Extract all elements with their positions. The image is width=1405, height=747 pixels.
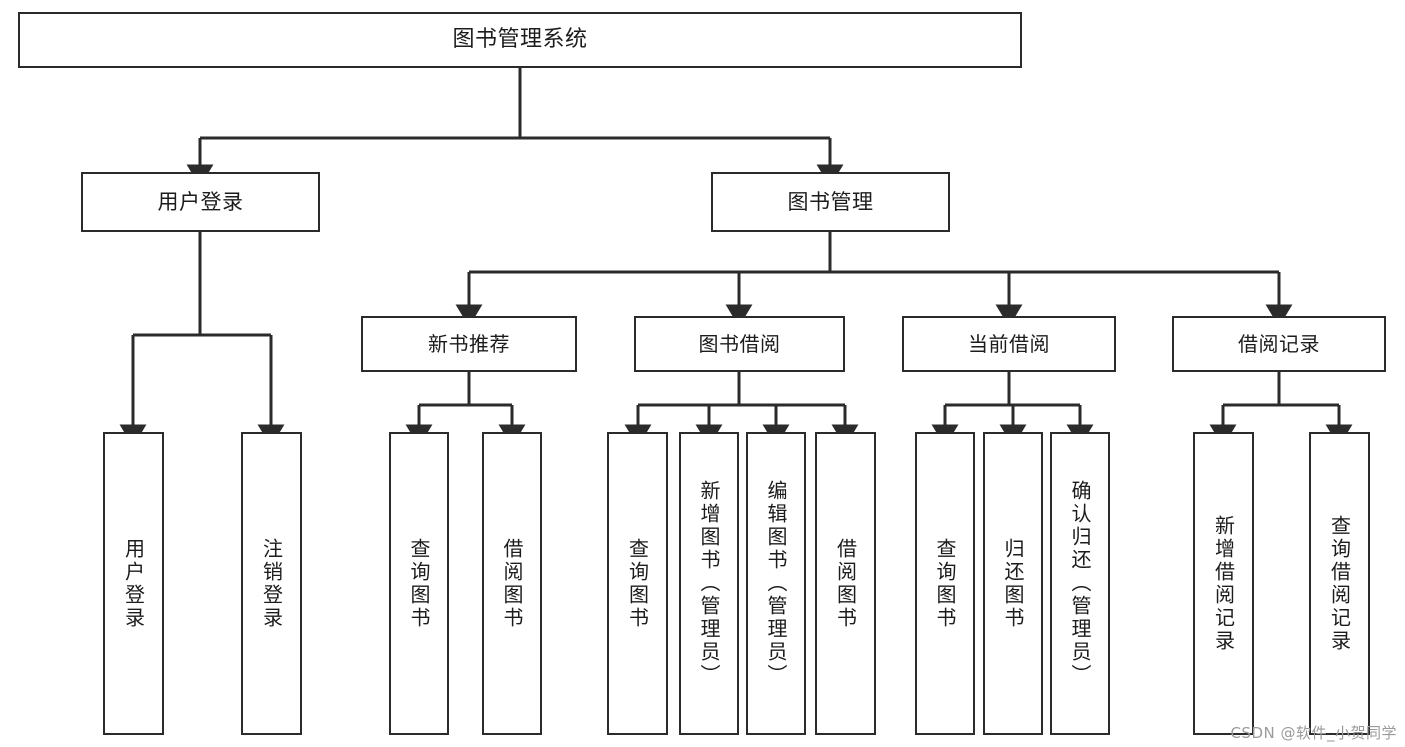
node-current-borrow-label: 当前借阅 bbox=[968, 331, 1050, 356]
node-leaf-borrow-book-2[interactable]: 借阅图书 bbox=[815, 432, 876, 735]
node-leaf-confirm-return[interactable]: 确认归还（管理员） bbox=[1050, 432, 1110, 735]
node-root-label: 图书管理系统 bbox=[452, 27, 588, 53]
csdn-watermark: CSDN @软件_小贺同学 bbox=[1230, 724, 1397, 742]
node-leaf-add-record[interactable]: 新增借阅记录 bbox=[1193, 432, 1254, 735]
node-leaf-query-book-3-label: 查询图书 bbox=[933, 537, 957, 630]
node-leaf-logout-login-label: 注销登录 bbox=[259, 537, 284, 630]
node-leaf-borrow-book-1[interactable]: 借阅图书 bbox=[482, 432, 542, 735]
node-leaf-query-book-2-label: 查询图书 bbox=[625, 537, 650, 630]
node-root[interactable]: 图书管理系统 bbox=[18, 12, 1022, 68]
node-leaf-borrow-book-2-label: 借阅图书 bbox=[833, 537, 858, 630]
node-leaf-logout-login[interactable]: 注销登录 bbox=[241, 432, 302, 735]
node-book-manage-label: 图书管理 bbox=[787, 189, 874, 214]
node-borrow-record-label: 借阅记录 bbox=[1238, 331, 1320, 356]
node-leaf-edit-book[interactable]: 编辑图书（管理员） bbox=[746, 432, 806, 735]
node-leaf-confirm-return-label: 确认归还（管理员） bbox=[1068, 480, 1092, 687]
node-current-borrow[interactable]: 当前借阅 bbox=[902, 316, 1116, 372]
node-leaf-add-book-label: 新增图书（管理员） bbox=[697, 480, 721, 687]
node-user-login-label: 用户登录 bbox=[157, 189, 244, 214]
node-new-book-recommend-label: 新书推荐 bbox=[428, 331, 510, 356]
node-leaf-return-book-label: 归还图书 bbox=[1001, 537, 1025, 630]
node-leaf-user-login-label: 用户登录 bbox=[121, 537, 146, 630]
node-leaf-query-record-label: 查询借阅记录 bbox=[1327, 514, 1352, 653]
node-new-book-recommend[interactable]: 新书推荐 bbox=[361, 316, 577, 372]
node-book-manage[interactable]: 图书管理 bbox=[711, 172, 950, 232]
node-leaf-query-book-3[interactable]: 查询图书 bbox=[915, 432, 975, 735]
node-leaf-query-record[interactable]: 查询借阅记录 bbox=[1309, 432, 1370, 735]
node-leaf-query-book-1[interactable]: 查询图书 bbox=[389, 432, 449, 735]
node-leaf-borrow-book-1-label: 借阅图书 bbox=[500, 537, 524, 630]
node-leaf-add-book[interactable]: 新增图书（管理员） bbox=[679, 432, 739, 735]
node-book-borrow-label: 图书借阅 bbox=[698, 331, 781, 356]
node-leaf-edit-book-label: 编辑图书（管理员） bbox=[764, 480, 788, 687]
node-leaf-user-login[interactable]: 用户登录 bbox=[103, 432, 164, 735]
node-borrow-record[interactable]: 借阅记录 bbox=[1172, 316, 1386, 372]
node-leaf-return-book[interactable]: 归还图书 bbox=[983, 432, 1043, 735]
node-book-borrow[interactable]: 图书借阅 bbox=[634, 316, 845, 372]
node-leaf-query-book-1-label: 查询图书 bbox=[407, 537, 431, 630]
node-user-login[interactable]: 用户登录 bbox=[81, 172, 320, 232]
node-leaf-add-record-label: 新增借阅记录 bbox=[1211, 514, 1236, 653]
node-leaf-query-book-2[interactable]: 查询图书 bbox=[607, 432, 668, 735]
